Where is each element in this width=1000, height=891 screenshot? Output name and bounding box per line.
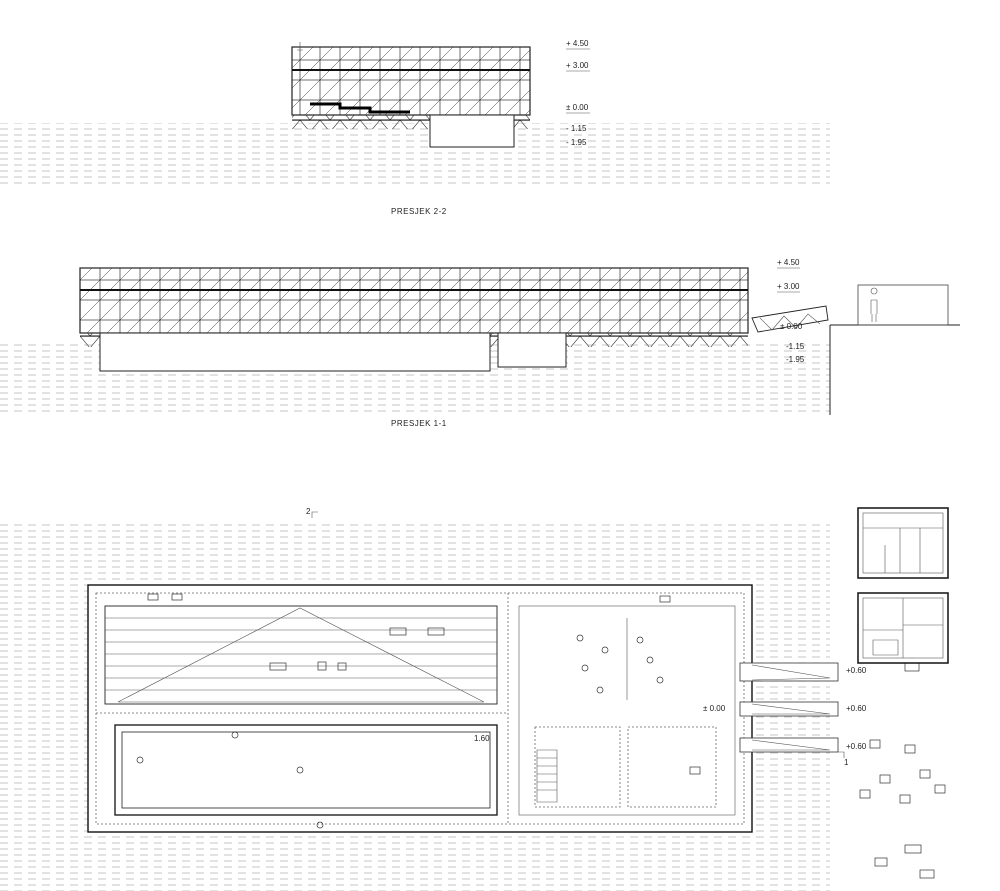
- pier: [739, 662, 839, 682]
- piers: +0.60 +0.60 +0.60 1: [739, 662, 867, 767]
- svg-text:-1.95: -1.95: [786, 355, 805, 364]
- svg-text:+0.60: +0.60: [846, 666, 867, 675]
- human-figure-icon: [870, 287, 878, 322]
- swimming-pool: 1.60: [114, 724, 498, 816]
- pool-depth: 1.60: [474, 734, 490, 743]
- floor-plan: 2 1.60 ± 0.00: [0, 507, 949, 891]
- changing-room-detail-plans: [857, 507, 949, 664]
- svg-text:+ 4.50: + 4.50: [566, 39, 589, 48]
- section-marker-2: 2: [306, 507, 311, 516]
- svg-text:+ 3.00: + 3.00: [777, 282, 800, 291]
- level-markers: + 4.50 + 3.00 ± 0.00 - 1.15 - 1.95: [566, 39, 590, 147]
- floor-level: ± 0.00: [703, 704, 726, 713]
- section-1-1: + 4.50 + 3.00 ± 0.00 -1.15 -1.95 PRESJEK…: [0, 258, 960, 428]
- stairs: [310, 102, 410, 114]
- svg-text:± 0.00: ± 0.00: [566, 103, 589, 112]
- section-title: PRESJEK 1-1: [391, 419, 447, 428]
- stairs: [536, 749, 558, 803]
- svg-text:-1.15: -1.15: [786, 342, 805, 351]
- human-figure-icon: [297, 42, 303, 51]
- svg-text:+0.60: +0.60: [846, 704, 867, 713]
- shore-ground: [829, 324, 960, 415]
- building-frame: [79, 267, 749, 334]
- footbridge: [751, 305, 829, 333]
- section-marker-1: 1: [844, 758, 849, 767]
- people-figures: [136, 593, 946, 879]
- section-2-2: + 4.50 + 3.00 ± 0.00 - 1.15 - 1.95 PRESJ…: [0, 39, 830, 216]
- indoor-hall: ± 0.00: [518, 605, 736, 816]
- sports-field: [104, 605, 498, 705]
- svg-text:- 1.95: - 1.95: [566, 138, 587, 147]
- svg-text:+ 3.00: + 3.00: [566, 61, 589, 70]
- svg-text:± 0.00: ± 0.00: [780, 322, 803, 331]
- svg-text:+ 4.50: + 4.50: [777, 258, 800, 267]
- svg-text:- 1.15: - 1.15: [566, 124, 587, 133]
- level-markers: + 4.50 + 3.00 ± 0.00 -1.15 -1.95: [777, 258, 805, 364]
- platform-outline: [87, 584, 753, 833]
- svg-text:+0.60: +0.60: [846, 742, 867, 751]
- shore-building: [857, 284, 949, 326]
- section-title: PRESJEK 2-2: [391, 207, 447, 216]
- water-hatch: [0, 123, 830, 188]
